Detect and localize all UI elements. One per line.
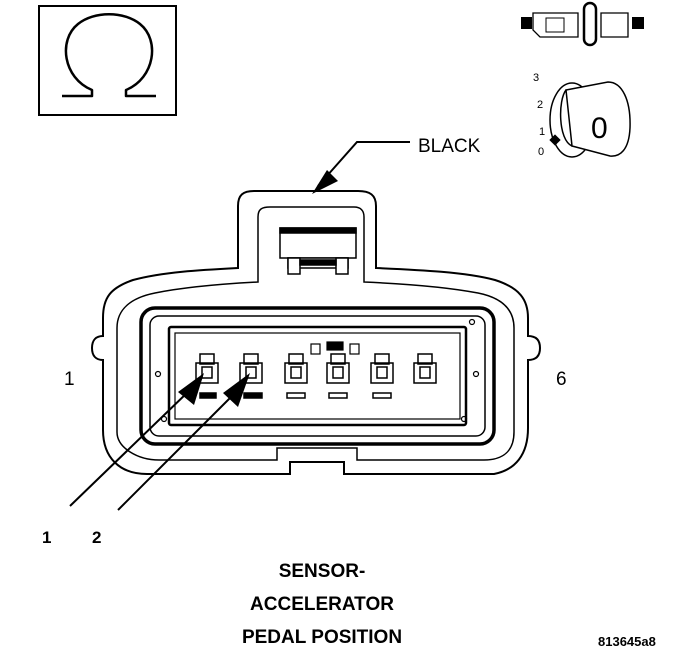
connector-disconnect-icon — [521, 1, 644, 47]
ignition-key-off-icon — [549, 81, 631, 158]
key-position-2: 2 — [537, 99, 544, 111]
title-line-1: SENSOR- — [278, 561, 366, 582]
cavity-6 — [413, 353, 437, 384]
cavity-1 — [195, 353, 219, 399]
cavity-3 — [284, 353, 308, 399]
key-position-3: 3 — [533, 72, 540, 84]
title-line-3: PEDAL POSITION — [241, 627, 403, 648]
key-face-label: 0 — [591, 112, 608, 145]
key-position-1: 1 — [539, 126, 546, 138]
locking-tab — [279, 227, 357, 275]
connector-body — [90, 190, 542, 475]
callout-label-2: 2 — [92, 528, 102, 547]
connector-color-label: BLACK — [418, 136, 481, 157]
cavity-2 — [239, 353, 263, 399]
figure-id: 813645a8 — [598, 634, 656, 649]
key-position-0: 0 — [538, 146, 545, 158]
color-leader-arrow — [312, 141, 410, 194]
cavity-number-end: 6 — [556, 369, 567, 390]
alignment-dots — [154, 318, 480, 423]
callout-arrow-1 — [69, 373, 204, 507]
ohm-symbol-icon — [38, 5, 177, 116]
callout-arrow-2 — [117, 373, 250, 511]
title-line-2: ACCELERATOR — [250, 594, 394, 615]
cavity-number-start: 1 — [64, 369, 75, 390]
cavity-5 — [370, 353, 394, 399]
callout-label-1: 1 — [42, 528, 52, 547]
cavity-4 — [326, 353, 350, 399]
